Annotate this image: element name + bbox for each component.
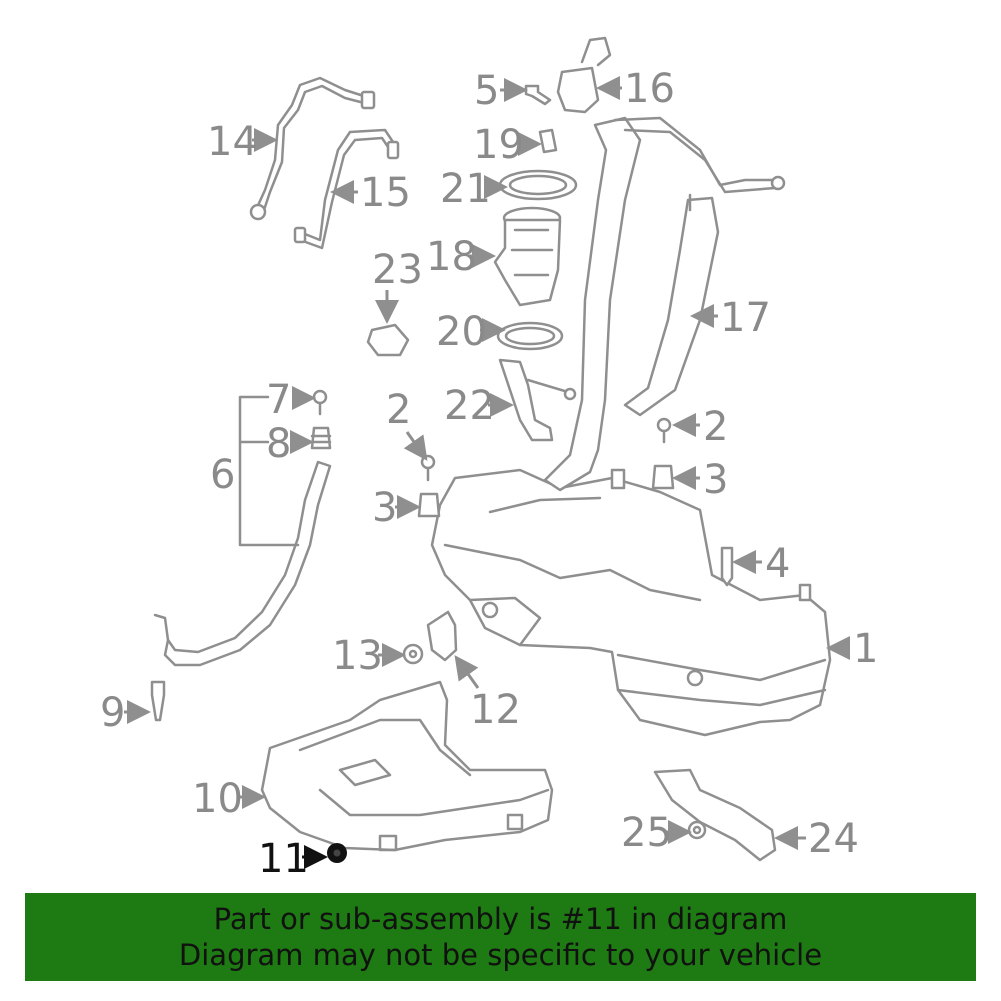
seal-ring-part-21 bbox=[498, 169, 578, 201]
callout-3-right: 3 bbox=[703, 457, 728, 503]
filler-shield-part-17 bbox=[623, 193, 720, 417]
callout-9: 9 bbox=[100, 690, 125, 736]
callout-3-left: 3 bbox=[372, 485, 397, 531]
callout-labels: 1 2 2 3 3 4 5 6 7 8 9 10 11 12 13 14 15 … bbox=[100, 66, 878, 882]
callout-19: 19 bbox=[473, 122, 524, 168]
harness-part-15 bbox=[293, 128, 400, 250]
callout-10: 10 bbox=[192, 776, 243, 822]
callout-2-right: 2 bbox=[703, 404, 728, 450]
callout-4: 4 bbox=[765, 541, 790, 587]
bolt-part-7 bbox=[312, 389, 328, 416]
bushing-part-3-right bbox=[651, 464, 675, 490]
callout-12: 12 bbox=[470, 687, 521, 733]
skid-plate-part-10 bbox=[260, 680, 554, 852]
info-banner: Part or sub-assembly is #11 in diagram D… bbox=[25, 893, 976, 981]
nut-part-25 bbox=[687, 820, 707, 840]
bolt-part-9 bbox=[150, 680, 166, 722]
bracket-part-12 bbox=[426, 610, 458, 662]
bushing-part-8 bbox=[310, 426, 332, 450]
bolt-part-4 bbox=[720, 546, 734, 587]
callout-1: 1 bbox=[853, 626, 878, 672]
callout-15: 15 bbox=[360, 170, 411, 216]
screw-part-5 bbox=[524, 84, 552, 106]
fuel-tank-part-1 bbox=[430, 468, 832, 737]
callout-22: 22 bbox=[444, 383, 495, 429]
callout-21: 21 bbox=[440, 166, 491, 212]
lock-ring-part-20 bbox=[496, 321, 564, 351]
callout-17: 17 bbox=[720, 295, 771, 341]
valve-part-19 bbox=[538, 128, 558, 154]
callout-13: 13 bbox=[332, 633, 383, 679]
bolt-part-2-left bbox=[420, 454, 436, 482]
strap-part-6 bbox=[153, 460, 332, 667]
callout-11: 11 bbox=[258, 836, 309, 882]
callout-8: 8 bbox=[266, 421, 291, 467]
callout-18: 18 bbox=[426, 234, 477, 280]
bracket-part-24 bbox=[653, 768, 777, 862]
callout-7: 7 bbox=[266, 377, 291, 423]
callout-2-left: 2 bbox=[386, 387, 411, 433]
nut-part-11 bbox=[327, 843, 347, 863]
callout-23: 23 bbox=[372, 247, 423, 293]
banner-line-2: Diagram may not be specific to your vehi… bbox=[178, 938, 823, 972]
filler-neck-tube bbox=[543, 116, 786, 492]
callout-6: 6 bbox=[210, 452, 235, 498]
banner-line-1: Part or sub-assembly is #11 in diagram bbox=[213, 902, 788, 936]
bushing-part-3-left bbox=[417, 492, 441, 518]
bolt-part-2-right bbox=[656, 417, 672, 444]
callout-24: 24 bbox=[808, 816, 859, 862]
callout-arrows bbox=[124, 76, 850, 869]
callout-5: 5 bbox=[474, 68, 499, 114]
callout-14: 14 bbox=[207, 119, 258, 165]
parts-diagram: 1 2 2 3 3 4 5 6 7 8 9 10 11 12 13 14 15 … bbox=[100, 36, 878, 882]
bracket-part-23 bbox=[366, 323, 410, 357]
level-sender-part-22 bbox=[498, 358, 577, 442]
callout-20: 20 bbox=[436, 309, 487, 355]
callout-25: 25 bbox=[621, 810, 672, 856]
callout-bracket-6 bbox=[238, 395, 300, 547]
fuel-cap-part-16 bbox=[556, 36, 612, 114]
grommet-part-13 bbox=[402, 643, 424, 665]
harness-part-14 bbox=[249, 76, 376, 221]
fuel-pump-part-18 bbox=[493, 206, 562, 307]
callout-16: 16 bbox=[624, 66, 675, 112]
